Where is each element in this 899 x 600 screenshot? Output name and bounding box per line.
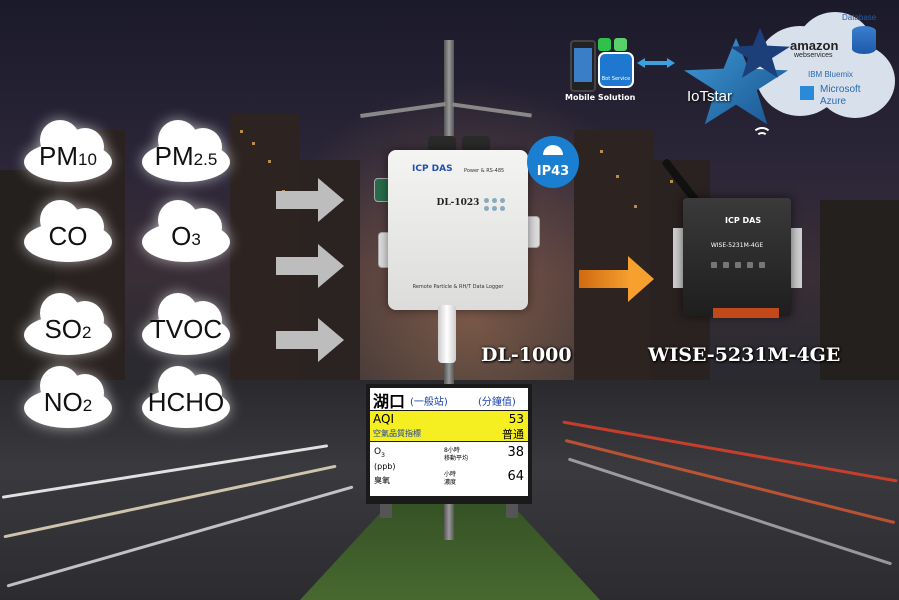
pollutant-label: NO2 <box>43 387 93 417</box>
station-type-link[interactable]: (一般站) <box>410 397 448 408</box>
device-caption: Remote Particle & RH/T Data Logger <box>412 284 504 290</box>
avg8-label-1: 8小時 <box>444 447 460 454</box>
ip-rating: IP43 <box>536 164 570 179</box>
status-led <box>711 262 717 268</box>
pollutant-label: HCHO <box>147 387 225 417</box>
device-model: WISE-5231M-4GE <box>710 242 764 249</box>
azure-icon <box>800 86 814 100</box>
wifi-icon <box>752 127 772 147</box>
status-led <box>735 262 741 268</box>
database-icon <box>852 26 876 54</box>
gateway-device: ICP DAS WISE-5231M-4GE <box>683 198 791 318</box>
device-model: DL-1023 <box>436 198 480 208</box>
iotstar-label: IoTstar <box>687 88 733 105</box>
hour-label-1: 小時 <box>444 471 457 478</box>
pollutant-label: PM10 <box>39 141 97 171</box>
pollutant-cloud-no2: NO2 <box>18 358 118 430</box>
database-label: Database <box>842 13 877 22</box>
phone-icon <box>570 40 596 92</box>
status-led <box>747 262 753 268</box>
aqi-label: AQI <box>373 412 394 426</box>
window-light <box>670 180 673 183</box>
status-led <box>500 206 505 211</box>
bot-service-label: Bot Service <box>601 76 631 82</box>
pollutant-cloud-pm25: PM2.5 <box>136 112 236 184</box>
pollutant-name: 臭氧 <box>374 476 390 485</box>
pollutant-label: PM2.5 <box>154 141 218 171</box>
hour-value: 64 <box>507 469 524 484</box>
pollutant-cloud-co: CO <box>18 192 118 264</box>
bidirectional-arrow-icon <box>637 58 675 68</box>
minute-value-link[interactable]: (分鐘值) <box>478 397 516 408</box>
mount-ear <box>790 228 802 288</box>
umbrella-icon <box>543 145 563 155</box>
status-led <box>759 262 765 268</box>
status-led <box>500 198 505 203</box>
sign-header: 湖口 (一般站) (分鐘值) <box>370 388 528 411</box>
cloud-services <box>745 4 895 122</box>
pollutant-unit: (ppb) <box>374 462 396 471</box>
pollutant-cloud-o3: O3 <box>136 192 236 264</box>
sensor-probe <box>438 305 456 363</box>
pollutant-cloud-so2: SO2 <box>18 285 118 357</box>
quality-value: 普通 <box>502 428 524 441</box>
sign-leg <box>506 504 518 518</box>
aqi-panel: AQI 53 空氣品質指標 普通 <box>370 411 528 441</box>
datalogger-name: DL-1000 <box>481 344 572 366</box>
sign-leg <box>380 504 392 518</box>
pollutant-cloud-pm10: PM10 <box>18 112 118 184</box>
pollutant-cloud-tvoc: TVOC <box>136 285 236 357</box>
status-led <box>492 198 497 203</box>
pollutant-cloud-hcho: HCHO <box>136 358 236 430</box>
terminal-block <box>713 308 779 318</box>
ozone-panel: O3 (ppb) 臭氧 8小時 移動平均 38 小時 濃度 64 <box>370 442 528 496</box>
window-light <box>268 160 271 163</box>
top-label: Power & RS-485 <box>464 168 505 174</box>
window-light <box>600 150 603 153</box>
gateway-name: WISE-5231M-4GE <box>648 344 841 366</box>
pollutant-symbol: O3 <box>374 447 385 459</box>
aqi-sign: 湖口 (一般站) (分鐘值) AQI 53 空氣品質指標 普通 O3 (ppb)… <box>366 384 532 504</box>
pollutant-label: CO <box>48 221 88 251</box>
window-light <box>252 142 255 145</box>
line-app-icon <box>598 38 611 51</box>
ip43-badge: IP43 <box>527 136 579 188</box>
pollutant-label: TVOC <box>149 314 223 344</box>
quality-label: 空氣品質指標 <box>373 429 421 438</box>
pollutant-label: SO2 <box>44 314 92 344</box>
brand-logo: ICP DAS <box>412 164 453 174</box>
avg8-label-2: 移動平均 <box>444 455 469 462</box>
window-light <box>240 130 243 133</box>
azure-label: Microsoft <box>820 84 861 95</box>
status-led <box>484 206 489 211</box>
azure-sub-label: Azure <box>820 96 847 107</box>
window-light <box>634 205 637 208</box>
aws-sub-label: webservices <box>794 52 833 59</box>
status-led <box>484 198 489 203</box>
station-name: 湖口 <box>373 392 406 411</box>
window-light <box>616 175 619 178</box>
building <box>230 114 300 394</box>
aqi-value: 53 <box>508 412 524 426</box>
bot-service-icon: Bot Service <box>598 52 634 88</box>
brand-logo: ICP DAS <box>725 216 762 225</box>
mobile-solution-label: Mobile Solution <box>565 93 636 102</box>
status-led <box>723 262 729 268</box>
ibm-label: IBM Bluemix <box>808 70 853 79</box>
status-led <box>492 206 497 211</box>
building <box>820 200 899 390</box>
hour-label-2: 濃度 <box>444 479 457 486</box>
avg8-value: 38 <box>507 445 524 460</box>
wechat-app-icon <box>614 38 627 51</box>
aws-label: amazon <box>790 38 839 53</box>
mount-ear <box>673 228 685 288</box>
pollutant-label: O3 <box>171 221 201 251</box>
datalogger-device: ICP DAS Power & RS-485 DL-1023 Remote Pa… <box>388 150 528 310</box>
